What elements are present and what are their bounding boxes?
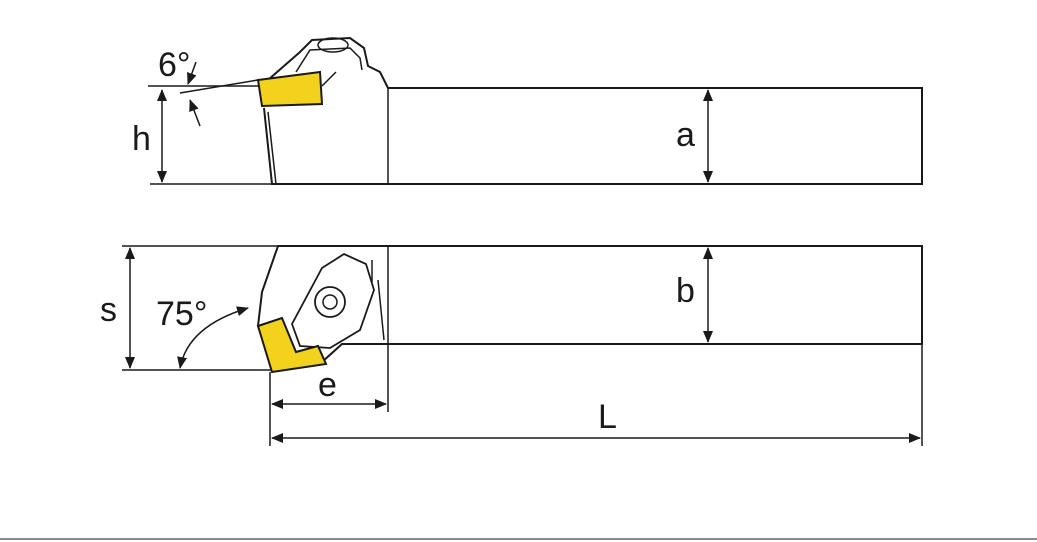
angle-6-label: 6° bbox=[158, 46, 191, 84]
dimension-L-label: L bbox=[598, 398, 617, 436]
dimension-s-label: s bbox=[100, 291, 117, 329]
angle-75-annotation bbox=[177, 306, 249, 369]
side-view bbox=[263, 36, 923, 185]
angle-6-annotation bbox=[148, 61, 259, 127]
side-view-insert bbox=[256, 70, 324, 108]
top-view-screw-outer bbox=[314, 286, 346, 318]
dimension-e bbox=[269, 344, 389, 446]
top-view-shank bbox=[256, 245, 923, 372]
dimension-L bbox=[271, 344, 923, 446]
dimension-e-label: e bbox=[318, 366, 337, 404]
dimension-b-label: b bbox=[676, 272, 695, 310]
angle-75-label: 75° bbox=[156, 295, 207, 333]
side-view-clamp bbox=[263, 36, 389, 89]
top-view-screw-inner bbox=[322, 294, 338, 310]
top-view bbox=[256, 245, 923, 372]
top-view-insert bbox=[256, 316, 328, 374]
side-view-screw bbox=[317, 37, 349, 53]
side-view-clamp-inner bbox=[295, 47, 363, 73]
dimension-a-label: a bbox=[676, 116, 695, 154]
dimension-s bbox=[122, 245, 278, 371]
dimension-h bbox=[150, 89, 272, 185]
dimension-h-label: h bbox=[132, 120, 151, 158]
top-view-clamp bbox=[291, 252, 375, 349]
side-view-shank bbox=[263, 87, 923, 185]
